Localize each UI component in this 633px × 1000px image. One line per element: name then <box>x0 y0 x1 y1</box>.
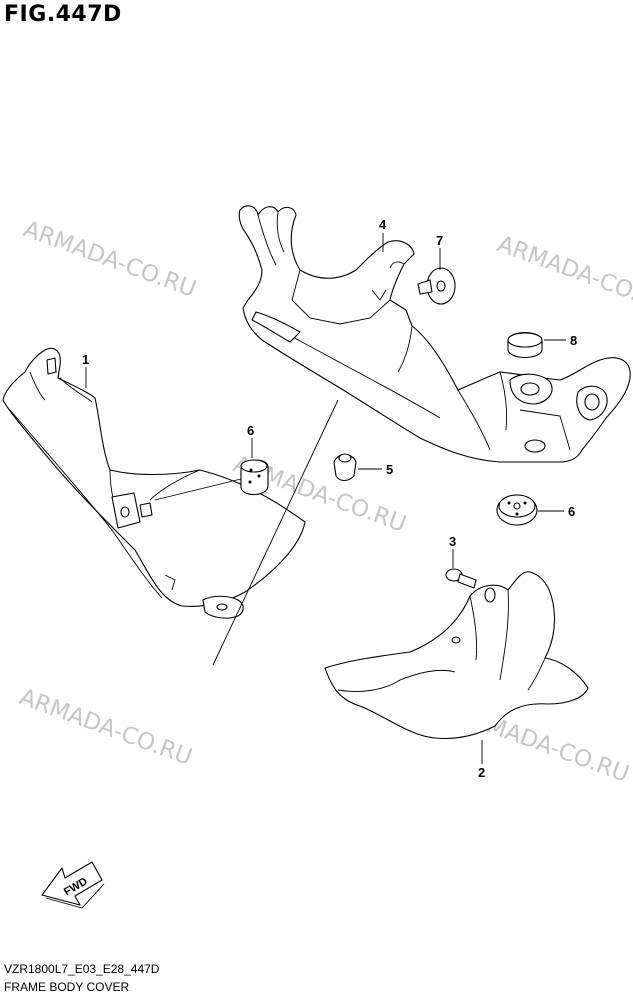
callout-2: 2 <box>478 765 485 780</box>
callout-3: 3 <box>449 534 456 549</box>
callout-1: 1 <box>82 352 89 367</box>
callout-5: 5 <box>386 462 393 477</box>
watermark-1: ARMADA-CO.RU <box>20 216 199 303</box>
part-8-grommet <box>507 331 543 359</box>
pointer-line-center <box>212 399 339 666</box>
part-2-lower-cover <box>324 571 589 740</box>
callout-7: 7 <box>436 233 443 248</box>
figure-title: FIG.447D <box>4 2 122 27</box>
callout-4: 4 <box>379 217 387 232</box>
document-code: VZR1800L7_E03_E28_447D <box>4 962 160 976</box>
pointer-line-6a <box>154 477 246 501</box>
watermark-4: ARMADA-CO.RU <box>16 684 195 771</box>
diagram-subtitle: FRAME BODY COVER <box>4 980 130 994</box>
part-3-screw <box>445 568 477 589</box>
part-6b-grommet <box>496 494 538 526</box>
part-6a-grommet <box>240 459 269 496</box>
callout-6a: 6 <box>247 423 254 438</box>
callout-6b: 6 <box>568 504 575 519</box>
part-7-fastener <box>417 267 456 305</box>
callout-8: 8 <box>570 333 577 348</box>
fwd-arrow-icon: FWD <box>41 861 105 909</box>
part-4-main-cover <box>238 205 631 463</box>
part-5-clip <box>333 453 357 482</box>
watermark-2: ARMADA-CO.RU <box>494 231 633 318</box>
part-1-left-cover <box>2 347 306 619</box>
